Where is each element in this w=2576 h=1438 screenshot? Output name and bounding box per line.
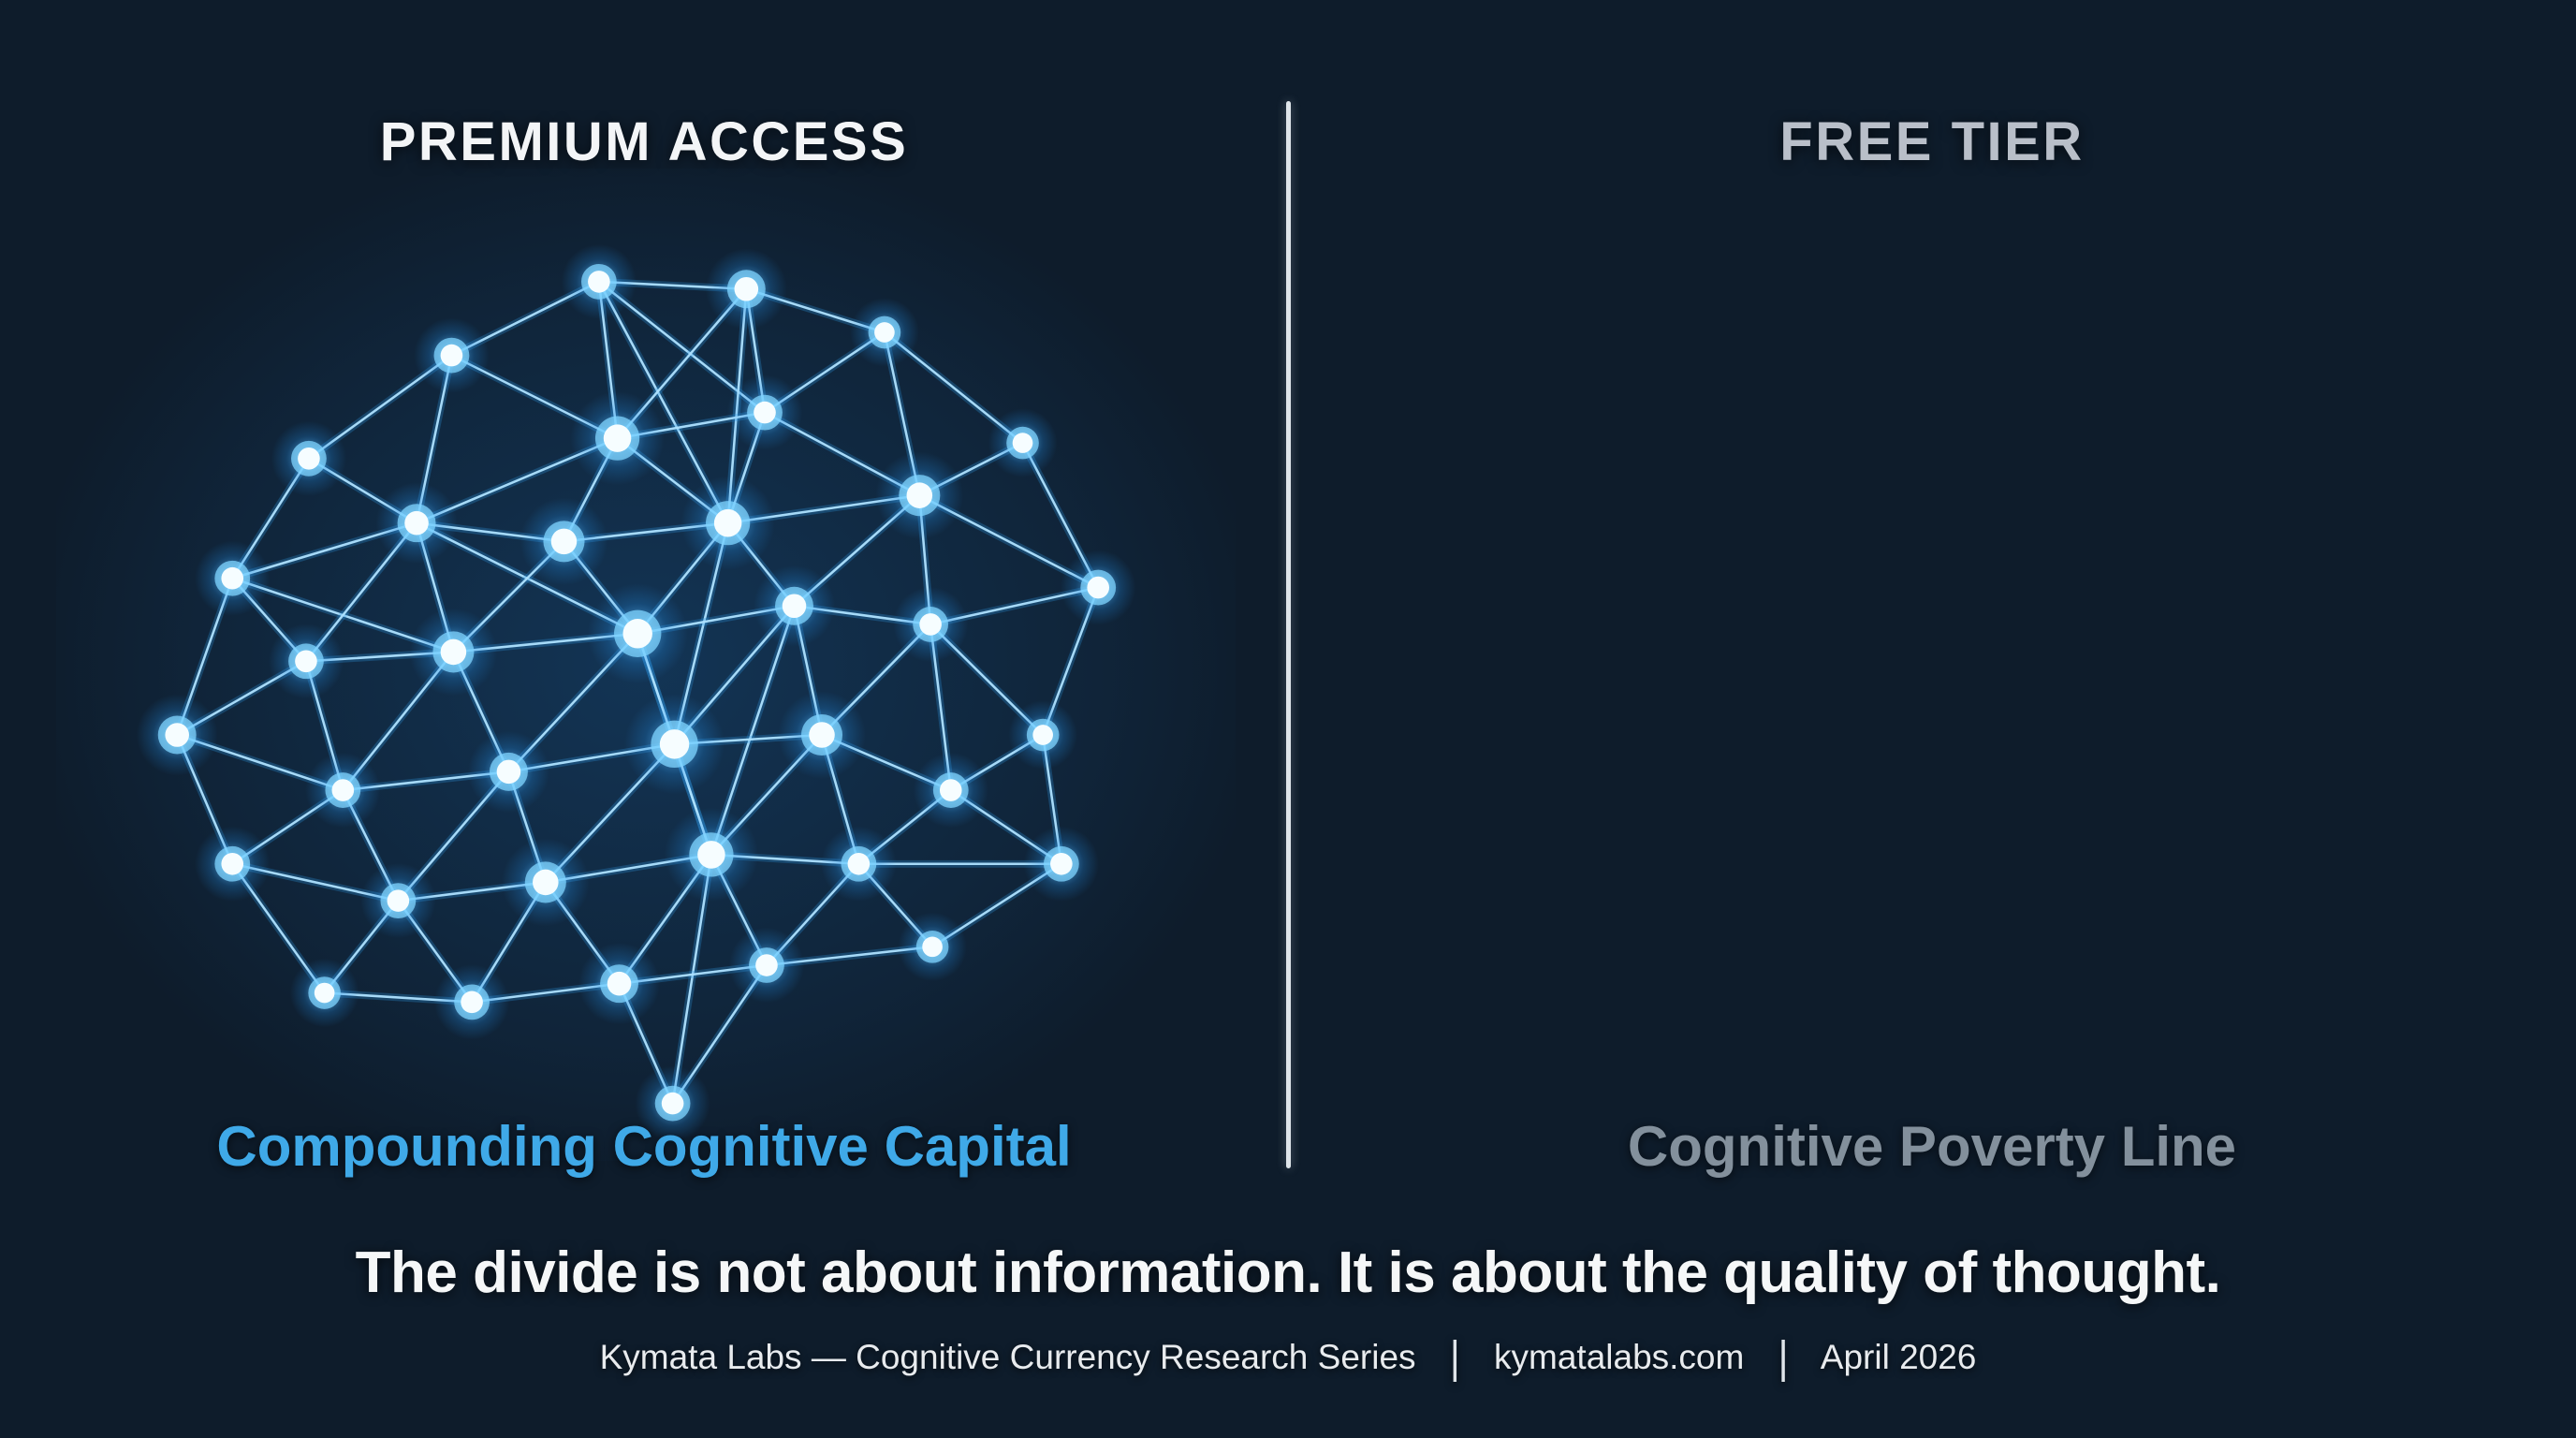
premium-brain-network: [136, 243, 1136, 1138]
footer-separator: |: [1778, 1331, 1789, 1383]
footer-org: Kymata Labs — Cognitive Currency Researc…: [599, 1338, 1416, 1376]
premium-title: PREMIUM ACCESS: [379, 111, 909, 172]
premium-caption: Compounding Cognitive Capital: [216, 1115, 1072, 1178]
free-caption: Cognitive Poverty Line: [1627, 1115, 2237, 1178]
free-title: FREE TIER: [1779, 111, 2085, 172]
footer-attribution: Kymata Labs — Cognitive Currency Researc…: [0, 1331, 2576, 1382]
footer-separator: |: [1449, 1331, 1460, 1383]
footer-site: kymatalabs.com: [1494, 1338, 1745, 1376]
free-panel: FREE TIER Cognitive Poverty Line: [1288, 0, 2576, 1438]
premium-panel: PREMIUM ACCESS Compounding Cognitive Cap…: [136, 111, 1136, 1178]
vertical-divider: [1286, 101, 1291, 1168]
tagline: The divide is not about information. It …: [355, 1240, 2221, 1305]
footer-date: April 2026: [1820, 1338, 1977, 1376]
